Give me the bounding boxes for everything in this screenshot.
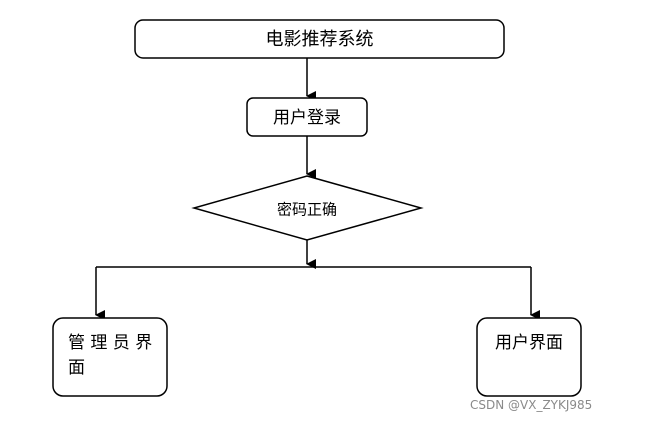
node-user-login-label: 用户登录: [273, 108, 341, 128]
node-admin-interface-label-line2: 面: [68, 358, 85, 378]
node-system-title: 电影推荐系统: [134, 19, 505, 59]
node-admin-interface: 管 理 员 界 面: [52, 317, 168, 397]
node-user-interface-label: 用户界面: [495, 333, 563, 353]
node-password-check-label: 密码正确: [277, 201, 337, 219]
node-password-check: 密码正确: [191, 175, 424, 241]
node-user-interface: 用户界面: [476, 317, 582, 397]
node-admin-interface-label-line1: 管 理 员 界: [68, 333, 152, 353]
csdn-watermark: CSDN @VX_ZYKJ985: [470, 398, 593, 412]
node-system-title-label: 电影推荐系统: [266, 29, 374, 50]
node-user-login: 用户登录: [246, 97, 368, 137]
